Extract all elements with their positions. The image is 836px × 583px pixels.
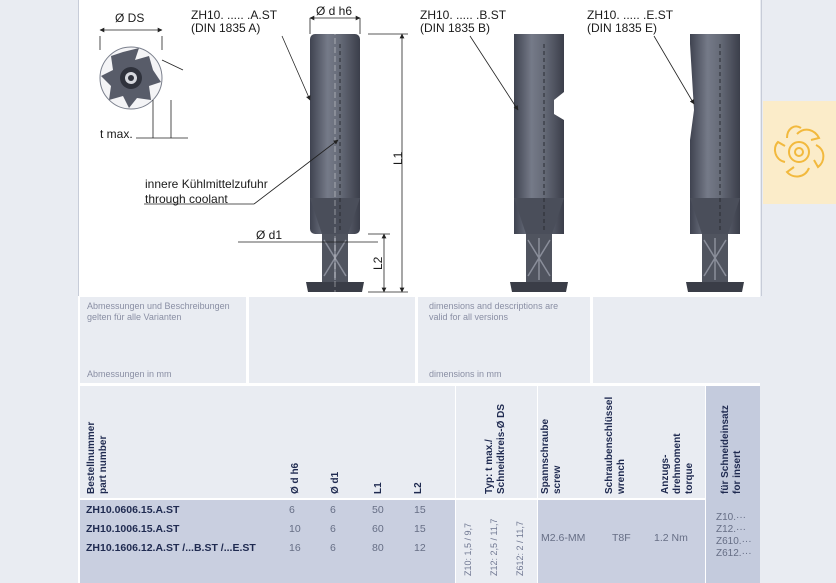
screw-value: M2.6-MM [541,532,586,544]
header-torque-3: torque [684,462,695,494]
header-insert-de: für Schneideinsatz [720,405,731,494]
header-screw-en: screw [552,465,563,494]
header-divider-2 [537,386,538,583]
accessories-column [538,500,705,583]
tool-variant-e [686,34,744,292]
note-panel-2 [249,297,415,383]
dh6-label: Ø d h6 [316,4,353,18]
note-panel-4 [593,297,760,383]
l2-label: L2 [371,256,385,270]
insert-item: Z612.··· [716,548,752,559]
type-z612: Z612: 2 / 11,7 [515,521,525,576]
insert-column-bg [706,386,760,583]
header-d1: Ø d1 [330,471,341,494]
technical-drawing [99,15,744,296]
insert-item: Z12.··· [716,524,746,535]
insert-item: Z10.··· [716,512,746,523]
header-l1: L1 [373,482,384,494]
header-screw-de: Spannschraube [540,418,551,494]
header-type-2: Schneidkreis-Ø DS [496,403,507,494]
variant-b-din: (DIN 1835 B) [420,21,491,35]
note-de-1: Abmessungen und Beschreibungen [87,301,230,311]
table-row[interactable]: ZH10.1006.15.A.ST 10 6 60 15 [80,519,458,537]
part-number-cell: ZH10.1006.15.A.ST [86,523,180,535]
header-part-number-de: Bestellnummer [86,421,97,494]
t-max-label: t max. [100,127,133,141]
l2-cell: 12 [414,542,426,554]
l1-cell: 60 [372,523,384,535]
header-torque-2: drehmoment [672,433,683,494]
header-part-number-en: part number [98,435,109,494]
type-column [456,500,537,583]
part-number-cell: ZH10.0606.15.A.ST [86,504,180,516]
l2-cell: 15 [414,504,426,516]
type-z12: Z12: 2,5 / 11,7 [489,518,499,576]
left-margin-panel [0,0,78,583]
tool-variant-b [510,34,568,292]
d1-cell: 6 [330,542,336,554]
type-z10: Z10: 1,5 / 9,7 [463,522,473,576]
part-number-cell: ZH10.1606.12.A.ST /...B.ST /...E.ST [86,542,256,554]
note-de-2: gelten für alle Varianten [87,312,182,322]
header-wrench-en: wrench [616,458,627,494]
d-cell: 6 [289,504,295,516]
table-row[interactable]: ZH10.0606.15.A.ST 6 6 50 15 [80,500,458,518]
l1-cell: 80 [372,542,384,554]
header-d-h6: Ø d h6 [290,462,301,494]
l1-label: L1 [391,151,405,165]
torque-value: 1.2 Nm [654,532,688,544]
d-cell: 16 [289,542,301,554]
note-en-1: dimensions and descriptions are [429,301,559,311]
d-cell: 10 [289,523,301,535]
variant-a-din: (DIN 1835 A) [191,21,261,35]
wrench-value: T8F [612,532,631,544]
drawing-frame [78,0,762,296]
header-wrench-de: Schraubenschlüssel [604,396,615,494]
coolant-label-en: through coolant [145,192,228,206]
header-torque-1: Anzugs- [660,454,671,494]
variant-b-code: ZH10. ..... .B.ST [420,8,507,22]
d1-label: Ø d1 [256,228,283,242]
right-margin-panel [760,0,836,583]
table-body [80,500,455,583]
variant-e-din: (DIN 1835 E) [587,21,658,35]
insert-item: Z610.··· [716,536,752,547]
d1-cell: 6 [330,523,336,535]
note-panel-3 [418,297,590,383]
note-en-mm: dimensions in mm [429,369,502,379]
header-insert-en: for insert [732,450,743,494]
table-row[interactable]: ZH10.1606.12.A.ST /...B.ST /...E.ST 16 6… [80,538,458,556]
milling-cutter-icon [773,125,825,178]
l1-cell: 50 [372,504,384,516]
variant-a-code: ZH10. ..... .A.ST [191,8,278,22]
table-header [80,386,760,498]
ds-label: Ø DS [115,11,145,25]
variant-e-code: ZH10. ..... .E.ST [587,8,674,22]
insert-list: Z10.··· Z12.··· Z610.··· Z612.··· [716,512,752,560]
coolant-label-de: innere Kühlmittelzufuhr [145,177,268,191]
note-panel-1 [80,297,246,383]
category-tab [763,101,836,204]
header-divider-3 [705,386,706,583]
header-l2: L2 [413,482,424,494]
cutter-top-view [99,46,163,110]
note-en-2: valid for all versions [429,312,509,322]
l2-cell: 15 [414,523,426,535]
header-divider-1 [455,386,456,583]
header-type-1: Typ: t max./ [484,439,495,494]
d1-cell: 6 [330,504,336,516]
note-de-mm: Abmessungen in mm [87,369,172,379]
